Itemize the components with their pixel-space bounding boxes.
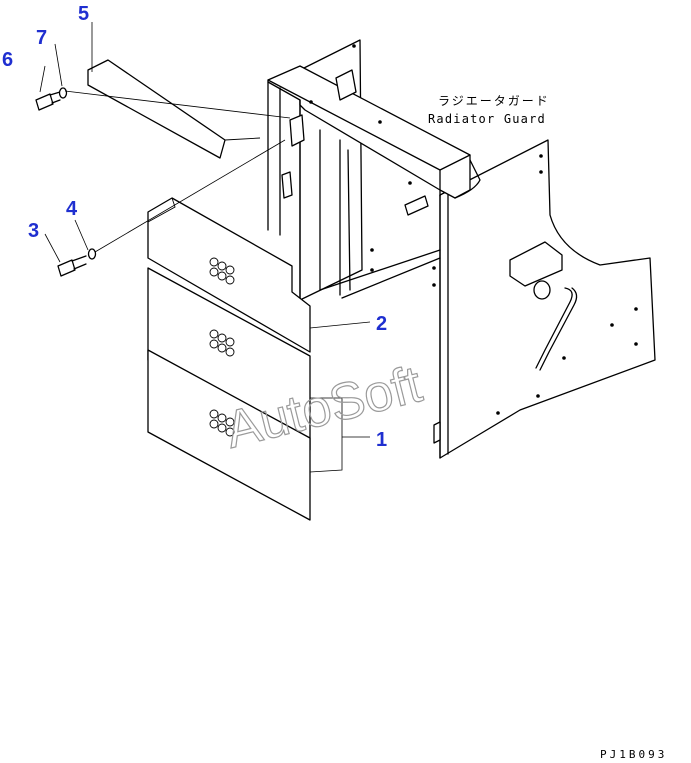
- radiator-guard-frame: [267, 39, 656, 459]
- callouts: 5 7 6 4 3 2 1: [2, 3, 387, 451]
- part-6-bolt-upper: [35, 91, 61, 111]
- callout-7: 7: [36, 27, 47, 49]
- part-2-guard-plate-upper: [147, 197, 311, 353]
- callout-3: 3: [28, 220, 39, 242]
- part-1-guard-plate-lower: [147, 349, 311, 521]
- callout-2: 2: [376, 313, 387, 335]
- callout-5: 5: [78, 3, 89, 25]
- part-5-strip: [87, 59, 261, 159]
- component-label-en: Radiator Guard: [428, 112, 546, 126]
- drawing-code: PJ1B093: [600, 748, 667, 761]
- component-label-jp: ラジエータガード: [438, 94, 550, 108]
- vent-holes-upper: [209, 257, 235, 285]
- part-3-bolt-lower: [57, 255, 87, 277]
- callout-6: 6: [2, 49, 13, 71]
- callout-1: 1: [376, 429, 387, 451]
- leader-lines: [39, 22, 371, 473]
- vent-holes-middle: [209, 329, 235, 357]
- callout-4: 4: [66, 198, 78, 220]
- part-7-washer-upper: [58, 87, 68, 99]
- part-4-washer-lower: [87, 248, 97, 260]
- vent-holes-lower: [209, 409, 235, 437]
